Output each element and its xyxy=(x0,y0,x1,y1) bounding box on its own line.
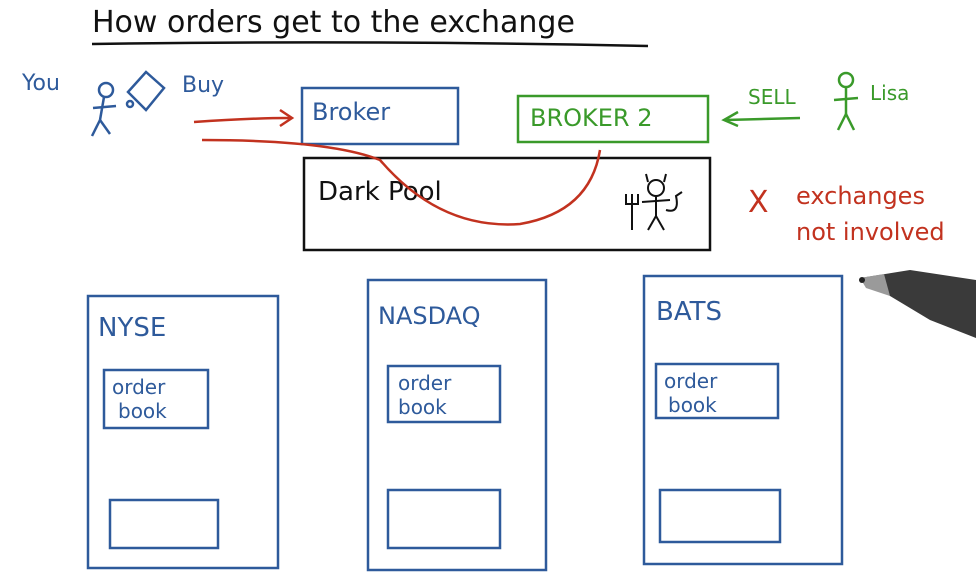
you-stick-figure-icon xyxy=(90,81,117,137)
broker2-label: BROKER 2 xyxy=(530,104,653,132)
lisa-label: Lisa xyxy=(870,81,909,105)
exchange-name: NASDAQ xyxy=(378,302,481,330)
exchange-bats: BATS order book xyxy=(642,274,844,566)
broker2-box xyxy=(516,94,710,144)
broker-label: Broker xyxy=(312,98,390,126)
order-book-line1: order xyxy=(398,371,452,395)
devil-figure-icon xyxy=(625,173,683,231)
order-book-line1: order xyxy=(664,369,718,393)
exchange-box xyxy=(86,294,280,570)
exchange-box xyxy=(642,274,844,566)
exchange-name: NYSE xyxy=(98,313,166,343)
you-label: You xyxy=(21,71,60,96)
buy-arrow xyxy=(193,108,295,128)
exchange-box xyxy=(366,278,548,572)
order-book-line2: book xyxy=(668,393,717,417)
exchange-slot-box xyxy=(386,488,502,550)
buy-label: Buy xyxy=(182,73,224,98)
title-underline xyxy=(91,41,649,48)
pen-icon xyxy=(859,270,976,338)
order-paper-icon xyxy=(125,70,166,112)
order-book-box xyxy=(102,368,210,430)
order-book-line1: order xyxy=(112,375,166,399)
exchange-name: BATS xyxy=(656,297,722,327)
order-book-box xyxy=(654,362,780,420)
order-book-line2: book xyxy=(118,399,167,423)
note-line1: exchanges xyxy=(796,182,925,210)
order-book-box xyxy=(386,364,502,424)
title: How orders get to the exchange xyxy=(92,5,575,40)
sell-label: SELL xyxy=(748,85,796,109)
order-book-line2: book xyxy=(398,395,447,419)
sell-arrow xyxy=(721,110,801,128)
note-line2: not involved xyxy=(796,218,945,246)
dark-pool-route xyxy=(201,138,602,226)
dark-pool-box xyxy=(302,156,712,252)
lisa-stick-figure-icon xyxy=(833,71,859,131)
x-mark: X xyxy=(748,185,769,220)
exchange-nasdaq: NASDAQ order book xyxy=(366,278,548,572)
exchange-nyse: NYSE order book xyxy=(86,294,280,570)
broker-box xyxy=(300,86,460,146)
dark-pool-label: Dark Pool xyxy=(318,177,442,207)
exchange-slot-box xyxy=(658,488,782,544)
exchange-slot-box xyxy=(108,498,220,550)
